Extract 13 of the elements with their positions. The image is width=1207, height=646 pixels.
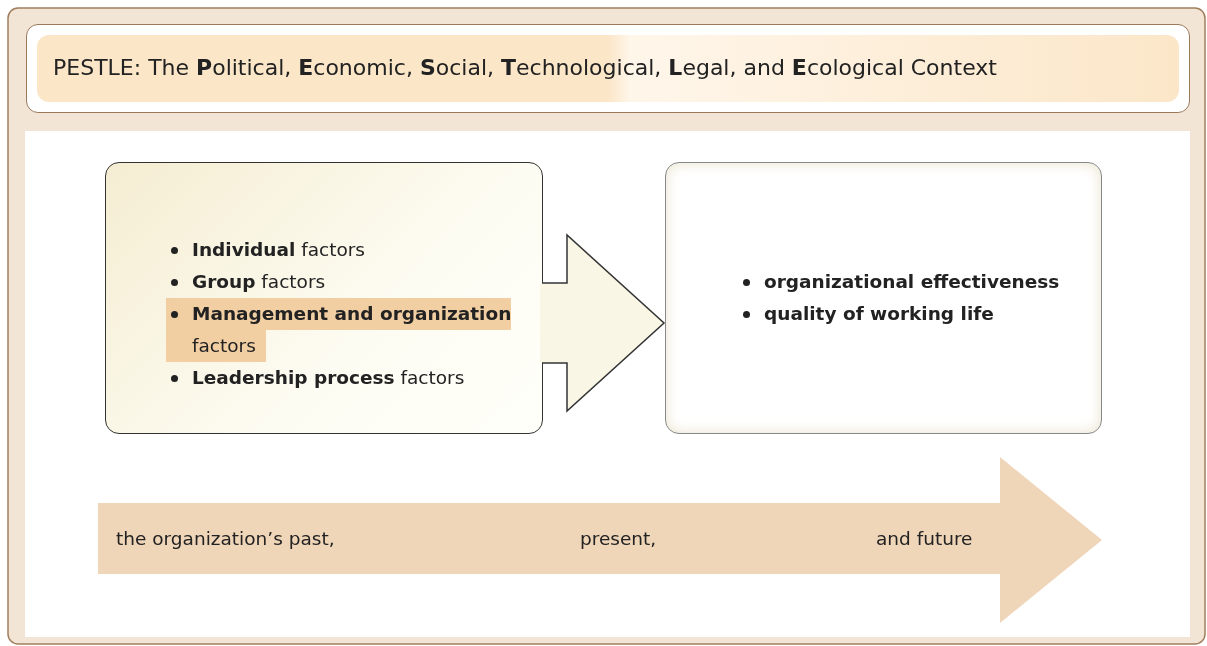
bullet-text: organizational effectiveness (764, 271, 1060, 292)
bullet-text: quality of working life (764, 303, 994, 324)
bullet-text: Individual factors (192, 239, 365, 260)
content-box (105, 162, 543, 434)
bullet-text: Group factors (192, 271, 326, 292)
content-box (665, 162, 1102, 434)
block-arrow (541, 233, 666, 413)
bullet-text: Leadership process factors (192, 367, 465, 388)
header-box (26, 24, 1190, 113)
timeline-label: the organization’s past, (116, 528, 335, 549)
header-title: PESTLE: The Political, Economic, Social, Technological, Legal, and Ecological Context (53, 55, 997, 80)
timeline-label: present, (580, 528, 657, 549)
timeline-label: and future (876, 528, 973, 549)
